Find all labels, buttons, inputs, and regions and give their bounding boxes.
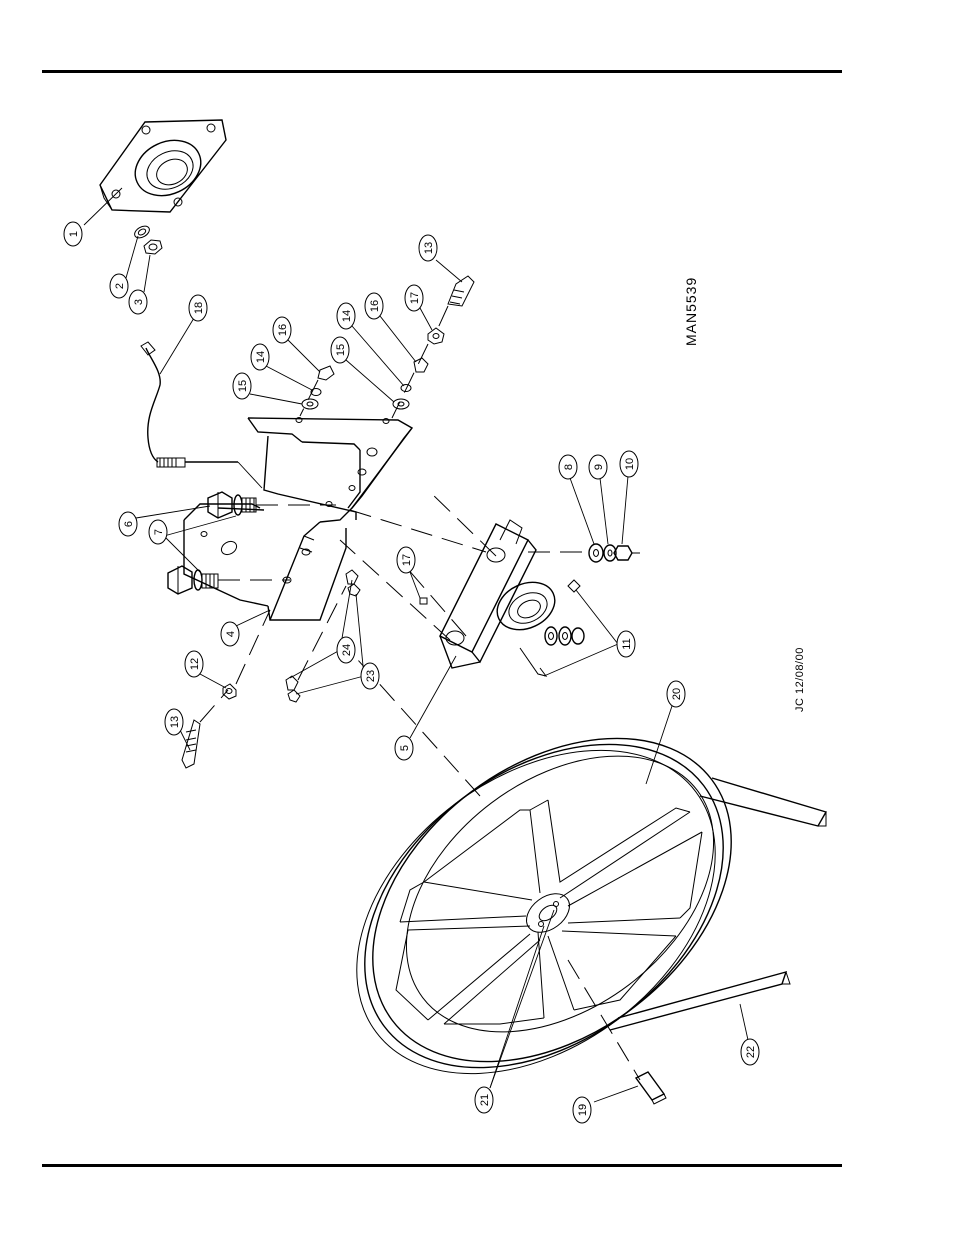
callout-24: 24 — [336, 636, 356, 664]
callout-17-mid-label: 17 — [401, 554, 413, 566]
callout-15-right-label: 15 — [335, 344, 347, 356]
bottom-rule — [42, 1164, 842, 1167]
callout-1-label: 1 — [68, 231, 80, 237]
callout-12: 12 — [184, 650, 204, 678]
callout-11: 11 — [616, 630, 636, 658]
callout-20: 20 — [666, 680, 686, 708]
callout-13-top-label: 13 — [423, 242, 435, 254]
callout-13-top: 13 — [418, 234, 438, 262]
callout-14-left: 14 — [250, 343, 270, 371]
callout-10-label: 10 — [624, 458, 636, 470]
callout-8: 8 — [558, 454, 578, 480]
callout-23: 23 — [360, 662, 380, 690]
callout-22: 22 — [740, 1038, 760, 1066]
callout-16-right-label: 16 — [369, 300, 381, 312]
callout-3: 3 — [128, 289, 148, 315]
callout-4-label: 4 — [225, 631, 237, 637]
callout-15-left-label: 15 — [237, 380, 249, 392]
callout-18: 18 — [188, 294, 208, 322]
callout-22-label: 22 — [745, 1046, 757, 1058]
fasteners-left-parts-12-13-23-24 — [181, 569, 361, 769]
callout-20-label: 20 — [671, 688, 683, 700]
callout-5-label: 5 — [399, 745, 411, 751]
callout-13-left: 13 — [164, 708, 184, 736]
callout-18-label: 18 — [193, 302, 205, 314]
callout-17-top: 17 — [404, 284, 424, 312]
callout-14-left-label: 14 — [255, 351, 267, 363]
callout-19-label: 19 — [577, 1104, 589, 1116]
callout-16-left: 16 — [272, 316, 292, 344]
callout-6: 6 — [118, 511, 138, 537]
callout-2: 2 — [109, 273, 129, 299]
callout-6-label: 6 — [123, 521, 135, 527]
large-pulley-part-20 — [339, 639, 828, 1081]
callout-21-label: 21 — [479, 1094, 491, 1106]
callout-13-left-label: 13 — [169, 716, 181, 728]
callout-14-right: 14 — [336, 302, 356, 330]
callout-15-left: 15 — [232, 372, 252, 400]
callout-14-right-label: 14 — [341, 310, 353, 322]
bolt-and-washer-parts-6-7 — [167, 491, 336, 595]
callout-7-label: 7 — [153, 529, 165, 535]
callout-19: 19 — [572, 1096, 592, 1124]
callout-12-label: 12 — [189, 658, 201, 670]
callout-15-right: 15 — [330, 336, 350, 364]
callout-17-top-label: 17 — [409, 292, 421, 304]
callout-21: 21 — [474, 1086, 494, 1114]
callout-16-left-label: 16 — [277, 324, 289, 336]
callout-5: 5 — [394, 735, 414, 761]
callout-10: 10 — [619, 450, 639, 478]
callout-8-label: 8 — [563, 464, 575, 470]
sensor-cable-part-18 — [140, 341, 263, 489]
callout-16-right: 16 — [364, 292, 384, 320]
drawing-number: MAN5539 — [683, 277, 699, 346]
pillow-block-part-5 — [339, 491, 590, 669]
callout-group: 1 2 3 18 13 — [63, 187, 760, 1124]
author-date: JC 12/08/00 — [794, 647, 806, 712]
mounting-bracket-part-4 — [183, 417, 414, 621]
key-part-19 — [634, 1071, 667, 1105]
flange-bearing-part-1 — [99, 119, 227, 213]
callout-1: 1 — [63, 221, 83, 247]
callout-4: 4 — [220, 621, 240, 647]
callout-24-label: 24 — [341, 644, 353, 656]
callout-9: 9 — [588, 454, 608, 480]
callout-17-mid: 17 — [396, 546, 416, 574]
top-rule — [42, 70, 842, 73]
collar-and-nut-parts-2-3 — [134, 225, 163, 255]
washers-parts-8-9-10-11 — [519, 543, 640, 677]
callout-7: 7 — [148, 519, 168, 545]
callout-3-label: 3 — [133, 299, 145, 305]
fasteners-right-parts-13-14-15-16-17 — [299, 275, 475, 419]
callout-2-label: 2 — [114, 283, 126, 289]
callout-23-label: 23 — [365, 670, 377, 682]
callout-9-label: 9 — [593, 464, 605, 470]
callout-11-label: 11 — [621, 638, 633, 649]
